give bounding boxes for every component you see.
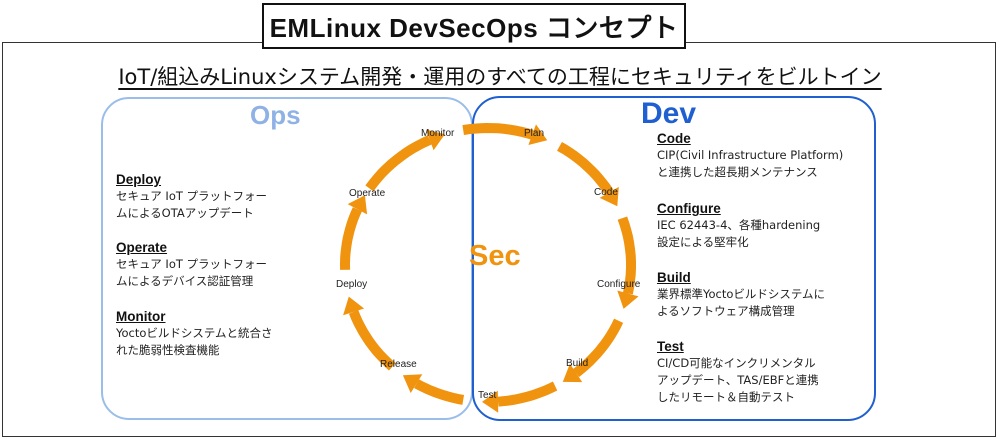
arrow-test-to-release — [402, 374, 465, 405]
cycle-node-monitor: Monitor — [421, 128, 455, 139]
ops-item-line: れた脆弱性検査機能 — [116, 343, 220, 357]
dev-item-line: 業界標準Yoctoビルドシステムに — [657, 287, 826, 301]
arrow-code-to-configure — [617, 216, 639, 309]
dev-item-configure: Configure IEC 62443-4、各種hardening 設定による堅… — [657, 200, 820, 251]
ops-item-heading: Monitor — [116, 309, 166, 324]
ops-item-line: ムによるOTAアップデート — [116, 206, 254, 220]
ops-item-heading: Deploy — [116, 172, 162, 187]
arrow-operate-to-monitor — [365, 129, 445, 192]
ops-item-line: セキュア IoT プラットフォー — [116, 189, 268, 203]
cycle-node-operate: Operate — [349, 188, 386, 199]
arrow-release-to-deploy — [343, 296, 396, 371]
dev-item-line: 設定による堅牢化 — [657, 235, 749, 249]
ops-item-line: ムによるデバイス認証管理 — [116, 274, 254, 288]
ops-item-line: Yoctoビルドシステムと統合さ — [116, 326, 273, 340]
page-title: EMLinux DevSecOps コンセプト — [269, 12, 679, 43]
dev-item-line: IEC 62443-4、各種hardening — [657, 218, 821, 232]
cycle-node-deploy: Deploy — [336, 279, 368, 290]
sec-label: Sec — [469, 240, 521, 272]
cycle-node-code: Code — [594, 187, 618, 198]
dev-item-test: Test CI/CD可能なインクリメンタル アップデート、TAS/EBFと連携 … — [657, 338, 819, 406]
ops-item-deploy: Deploy セキュア IoT プラットフォー ムによるOTAアップデート — [116, 171, 267, 222]
arrow-build-to-test — [482, 381, 558, 413]
cycle-node-plan: Plan — [524, 128, 545, 139]
dev-item-heading: Code — [657, 131, 691, 146]
subtitle: IoT/組込みLinuxシステム開発・運用のすべての工程にセキュリティをビルトイ… — [0, 61, 1000, 91]
dev-item-line: と連携した超長期メンテナンス — [657, 165, 818, 179]
cycle-node-test: Test — [478, 390, 497, 401]
ops-item-monitor: Monitor Yoctoビルドシステムと統合さ れた脆弱性検査機能 — [116, 308, 273, 359]
cycle-node-build: Build — [566, 358, 589, 369]
dev-item-heading: Test — [657, 339, 684, 354]
arrow-configure-to-build — [562, 318, 624, 383]
subtitle-text: IoT/組込みLinuxシステム開発・運用のすべての工程にセキュリティをビルトイ… — [118, 65, 882, 89]
title-box: EMLinux DevSecOps コンセプト — [262, 3, 686, 49]
dev-item-heading: Configure — [657, 201, 721, 216]
ops-label: Ops — [250, 100, 301, 130]
ops-item-heading: Operate — [116, 240, 168, 255]
dev-item-line: アップデート、TAS/EBFと連携 — [657, 373, 819, 387]
ops-item-operate: Operate セキュア IoT プラットフォー ムによるデバイス認証管理 — [116, 239, 267, 290]
dev-item-heading: Build — [657, 270, 691, 285]
dev-item-line: したリモート＆自動テスト — [657, 390, 795, 404]
dev-item-build: Build 業界標準Yoctoビルドシステムに よるソフトウェア構成管理 — [657, 269, 825, 320]
dev-region — [472, 96, 876, 421]
arrow-plan-to-code — [557, 142, 619, 207]
arrow-deploy-to-operate — [339, 195, 368, 270]
dev-item-line: CIP(Civil Infrastructure Platform) — [657, 148, 844, 162]
cycle-node-configure: Configure — [597, 279, 641, 290]
dev-label: Dev — [641, 97, 697, 130]
arrow-monitor-to-plan — [462, 122, 548, 145]
ops-item-line: セキュア IoT プラットフォー — [116, 257, 268, 271]
dev-item-line: CI/CD可能なインクリメンタル — [657, 356, 816, 370]
dev-item-line: よるソフトウェア構成管理 — [657, 304, 795, 318]
dev-item-code: Code CIP(Civil Infrastructure Platform) … — [657, 130, 843, 181]
cycle-node-release: Release — [380, 359, 417, 370]
